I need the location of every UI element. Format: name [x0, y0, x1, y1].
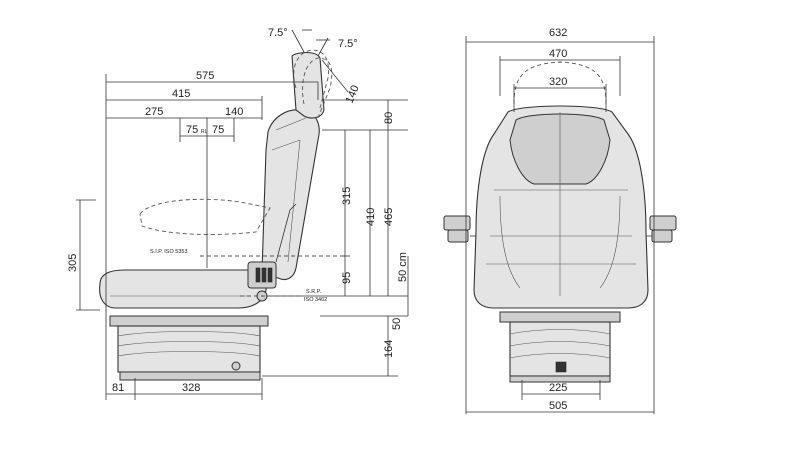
side-base-plate	[119, 371, 261, 381]
dim-632: 632	[549, 27, 567, 39]
dim-415: 415	[172, 88, 190, 100]
dim-305: 305	[67, 254, 79, 272]
dim-75-right: 75	[212, 124, 224, 136]
front-view: 632 470 320 225 505	[443, 27, 677, 414]
dim-50-cm: 50 cm	[397, 252, 409, 282]
dim-328: 328	[182, 382, 200, 394]
dim-225: 225	[549, 382, 567, 394]
dim-140-headrest: 140	[344, 84, 362, 106]
front-headrest-dashed	[513, 61, 607, 105]
front-base-plate	[509, 375, 611, 383]
side-headrest-tilt	[293, 49, 329, 109]
dim-505: 505	[549, 400, 567, 412]
side-cushion	[99, 269, 267, 309]
dim-315: 315	[341, 187, 353, 205]
label-sip: S.I.P. ISO 5353	[150, 249, 188, 255]
side-recline-outline	[139, 198, 271, 235]
dim-470: 470	[549, 48, 567, 60]
label-srp-2: ISO 3462	[304, 297, 327, 303]
front-slide-rail	[499, 311, 621, 323]
side-view: 7.5° 7.5° 575 415 275 140 75 RL 75 140 8…	[67, 27, 409, 400]
dim-410: 410	[365, 208, 377, 226]
label-srp-1: S.R.P.	[306, 289, 322, 295]
dim-164: 164	[383, 340, 395, 358]
label-rl: RL	[201, 129, 208, 135]
dim-465: 465	[383, 208, 395, 226]
dim-50: 50	[391, 318, 403, 330]
dim-angle-left: 7.5°	[268, 27, 288, 39]
dim-angle-right: 7.5°	[338, 38, 358, 50]
dim-320: 320	[549, 76, 567, 88]
dim-75-left: 75	[186, 124, 198, 136]
dim-575: 575	[196, 70, 214, 82]
dim-275: 275	[145, 106, 163, 118]
dim-81: 81	[112, 382, 124, 394]
side-slide-rail	[109, 315, 269, 327]
side-headrest	[291, 51, 325, 119]
dim-140-top: 140	[225, 106, 243, 118]
dim-95: 95	[341, 272, 353, 284]
dim-80: 80	[383, 112, 395, 124]
side-backrest	[261, 109, 320, 281]
